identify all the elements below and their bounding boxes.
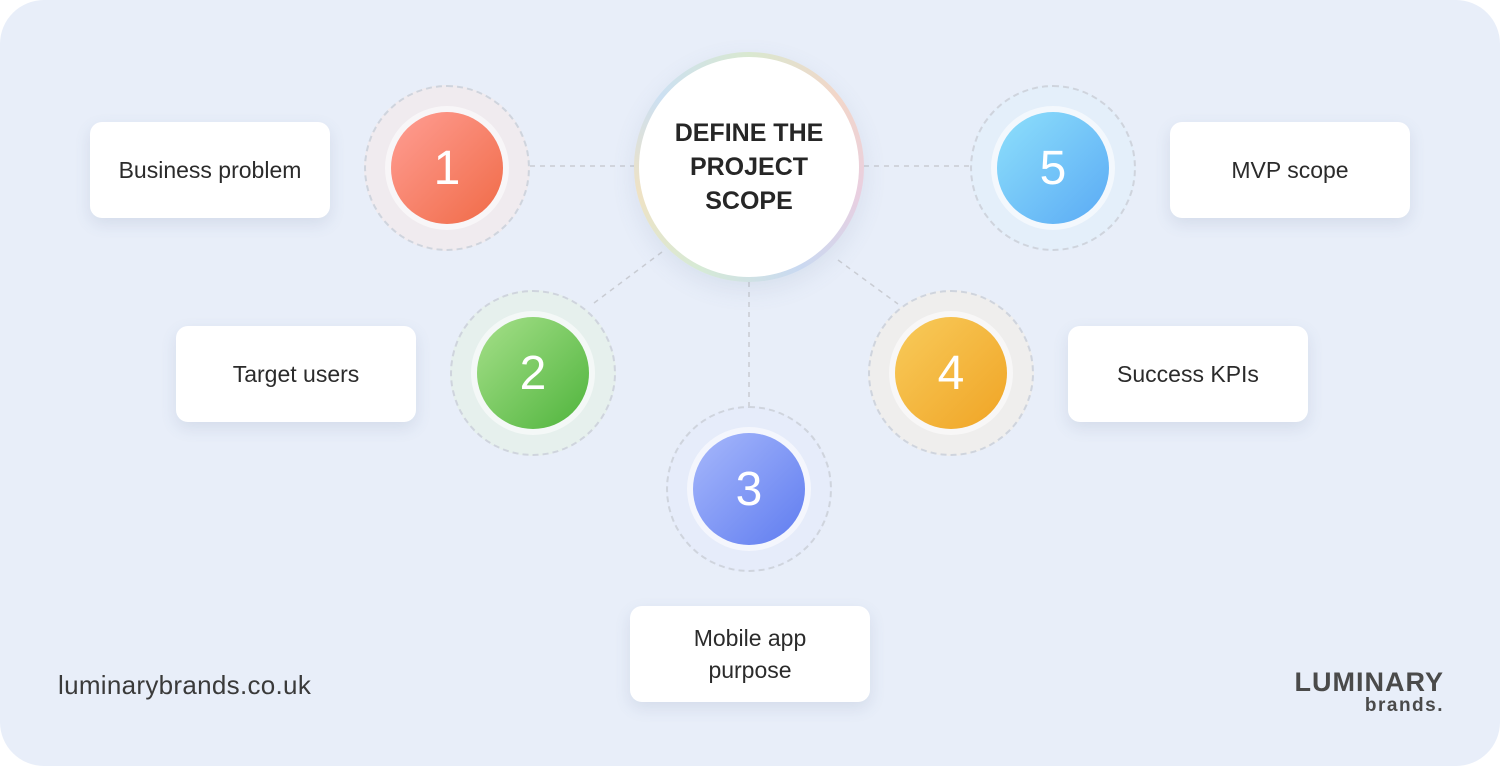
step-5-number: 5 bbox=[1039, 141, 1067, 195]
step-2-label: Target users bbox=[232, 361, 360, 387]
step-4-card: Success KPIs bbox=[1068, 326, 1308, 422]
step-4-number: 4 bbox=[937, 346, 965, 400]
step-1-card: Business problem bbox=[90, 122, 330, 218]
connector-4 bbox=[837, 259, 899, 305]
step-1-label: Business problem bbox=[118, 157, 302, 183]
step-3-number: 3 bbox=[735, 462, 763, 516]
step-1-badge: 1 bbox=[391, 112, 503, 224]
website-url: luminarybrands.co.uk bbox=[58, 670, 312, 700]
step-2-card: Target users bbox=[176, 326, 416, 422]
step-1-number: 1 bbox=[433, 141, 461, 195]
step-4-badge: 4 bbox=[895, 317, 1007, 429]
connector-2 bbox=[589, 251, 663, 307]
step-5-label: MVP scope bbox=[1231, 157, 1349, 183]
logo-wordmark: LUMINARY bbox=[1294, 667, 1444, 697]
step-2-badge: 2 bbox=[477, 317, 589, 429]
step-3-badge: 3 bbox=[693, 433, 805, 545]
step-2-number: 2 bbox=[519, 346, 547, 400]
step-5-card: MVP scope bbox=[1170, 122, 1410, 218]
step-3-label: Mobile app purpose bbox=[693, 625, 807, 683]
logo-subtext: brands. bbox=[1364, 695, 1444, 716]
brand-logo: LUMINARY brands. bbox=[1295, 668, 1445, 716]
step-4-label: Success KPIs bbox=[1117, 361, 1259, 387]
center-hub: DEFINE THE PROJECT SCOPE bbox=[634, 52, 864, 282]
step-5-badge: 5 bbox=[997, 112, 1109, 224]
center-title: DEFINE THE PROJECT SCOPE bbox=[639, 57, 859, 277]
step-3-card: Mobile app purpose bbox=[630, 606, 870, 702]
